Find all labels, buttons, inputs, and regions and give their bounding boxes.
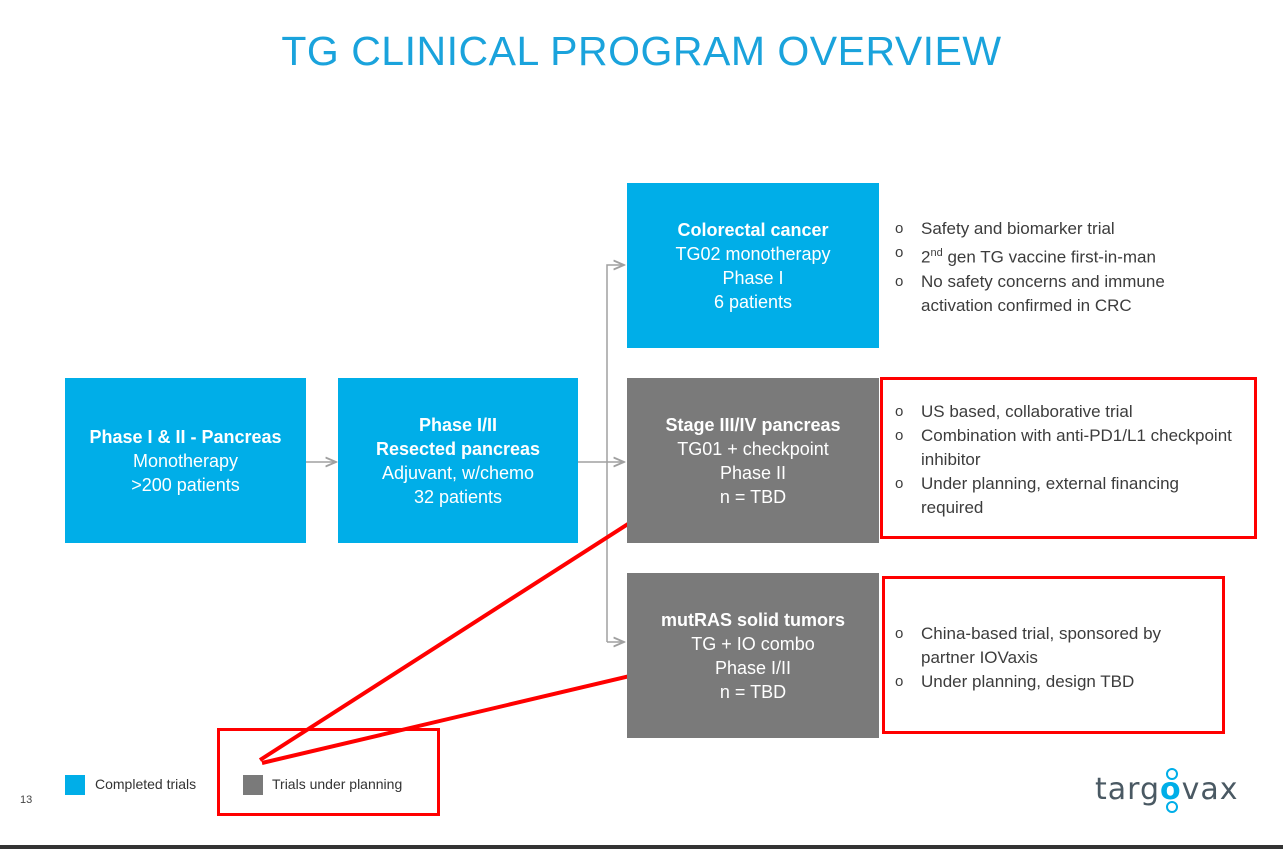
legend-swatch-planning xyxy=(243,775,263,795)
box-line: TG01 + checkpoint xyxy=(677,438,829,459)
logo-text: vax xyxy=(1181,772,1239,807)
bullet-text: Under planning, external financing requi… xyxy=(921,474,1180,517)
bullet-item: o No safety concerns and immune activatio… xyxy=(893,270,1223,318)
bullet-text: Under planning, design TBD xyxy=(921,672,1135,691)
box-line: Monotherapy xyxy=(132,450,239,471)
box-line: TG + IO combo xyxy=(691,633,815,654)
bullet-mark: o xyxy=(895,673,904,690)
bullet-item: o China-based trial, sponsored by partner… xyxy=(893,622,1213,670)
box-phase12-pancreas: Phase I & II - Pancreas Monotherapy >200… xyxy=(65,378,306,543)
legend-swatch-completed xyxy=(65,775,85,795)
bullet-item: o Safety and biomarker trial xyxy=(893,217,1223,241)
box-line: Adjuvant, w/chemo xyxy=(381,462,535,483)
bullets-mutras: o China-based trial, sponsored by partner… xyxy=(893,622,1213,694)
logo-text: targ xyxy=(1095,772,1160,807)
bullet-mark: o xyxy=(895,625,904,642)
bullet-mark: o xyxy=(895,220,904,237)
box-line: Phase I xyxy=(722,267,784,288)
bullet-superscript: nd xyxy=(930,247,943,259)
bullet-text: China-based trial, sponsored by partner … xyxy=(921,624,1162,667)
legend-label-completed: Completed trials xyxy=(95,776,197,792)
branch-to-colorectal xyxy=(606,265,624,642)
bullet-mark: o xyxy=(895,244,904,261)
bullet-mark: o xyxy=(895,475,904,492)
box-heading: Stage III/IV pancreas xyxy=(665,414,841,435)
bullet-mark: o xyxy=(895,403,904,420)
annotation-box-legend xyxy=(217,728,440,816)
bullet-item: o US based, collaborative trial xyxy=(893,400,1243,424)
box-heading: Resected pancreas xyxy=(375,438,541,459)
box-line: Phase I/II xyxy=(714,657,792,678)
bullet-text: Safety and biomarker trial xyxy=(921,219,1115,238)
page-number: 13 xyxy=(20,794,33,806)
bullet-text: Combination with anti-PD1/L1 checkpoint … xyxy=(921,426,1232,469)
box-line: n = TBD xyxy=(719,681,787,702)
box-colorectal: Colorectal cancer TG02 monotherapy Phase… xyxy=(627,183,879,348)
bullet-ordinal: 2 xyxy=(921,247,931,267)
annotation-box-stage34 xyxy=(880,377,1257,539)
annotation-arrow-to-mutras xyxy=(261,660,668,765)
bullet-item: o Under planning, design TBD xyxy=(893,670,1213,694)
box-line: Phase II xyxy=(719,462,787,483)
box-heading: Colorectal cancer xyxy=(677,219,829,240)
annotation-box-mutras xyxy=(882,576,1225,734)
bullet-text: No safety concerns and immune activation… xyxy=(921,271,1165,315)
box-line: n = TBD xyxy=(719,486,787,507)
legend-label-planning: Trials under planning xyxy=(272,776,403,792)
box-heading: Phase I/II xyxy=(418,414,498,435)
box-heading: Phase I & II - Pancreas xyxy=(89,426,282,447)
bullet-item: o Combination with anti-PD1/L1 checkpoint… xyxy=(893,424,1243,472)
bullet-text: US based, collaborative trial xyxy=(921,402,1133,421)
box-line: TG02 monotherapy xyxy=(675,243,831,264)
box-line: 6 patients xyxy=(713,291,793,312)
annotation-arrow-to-stage34 xyxy=(258,503,660,762)
box-heading: mutRAS solid tumors xyxy=(660,609,845,630)
box-phase1-2-resected: Phase I/II Resected pancreas Adjuvant, w… xyxy=(338,378,578,543)
box-stage34-pancreas: Stage III/IV pancreas TG01 + checkpoint … xyxy=(627,378,879,543)
bullet-text: gen TG vaccine first-in-man xyxy=(947,247,1156,267)
bullet-item: o Under planning, external financing requ… xyxy=(893,472,1243,520)
bullet-mark: o xyxy=(895,272,904,290)
box-mutras: mutRAS solid tumors TG + IO combo Phase … xyxy=(627,573,879,738)
bottom-bar xyxy=(0,845,1283,849)
box-line: 32 patients xyxy=(413,486,503,507)
page-title: TG CLINICAL PROGRAM OVERVIEW xyxy=(281,28,1002,74)
logo-o-icon: o xyxy=(1160,768,1182,813)
box-line: >200 patients xyxy=(131,474,240,495)
bullet-mark: o xyxy=(895,427,904,444)
